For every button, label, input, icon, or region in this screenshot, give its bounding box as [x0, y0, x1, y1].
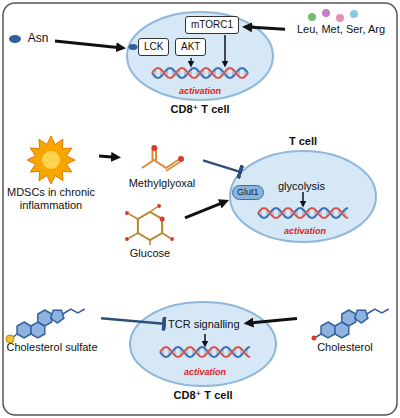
cell-membrane [230, 151, 376, 242]
mdsc-cell [27, 136, 75, 184]
node-text: Cholesterol [300, 341, 390, 354]
label-holder: glycolysis [278, 176, 325, 194]
cell-label: CD8⁺ T cell [125, 102, 275, 117]
outer-frame [3, 3, 397, 415]
label-holder: activation [184, 361, 226, 379]
asn-molecule [9, 35, 21, 43]
activation-arrow [55, 41, 120, 48]
activation-arrow [99, 156, 115, 157]
node-text: Cholesterol sulfate [6, 341, 98, 354]
dna-helix [160, 347, 250, 357]
label-holder: activation [179, 80, 221, 98]
activation-arrow [185, 202, 223, 217]
cholesterol-sulfate-molecule [6, 309, 85, 343]
cholesterol-molecule [312, 309, 389, 341]
asn-bound [129, 44, 138, 50]
metabolite-label: Methylglyoxal [124, 143, 200, 190]
inhibition-line [101, 318, 164, 323]
transporter-box: Glut1 [232, 185, 264, 200]
activation-label: activation [184, 367, 226, 377]
cell-membrane [127, 12, 273, 100]
node-text: mTORC1 [191, 19, 233, 31]
activation-arrow [250, 318, 297, 323]
node-text: LCK [144, 41, 163, 53]
node-text: MDSCs in chronic inflammation [6, 186, 96, 212]
activation-label: activation [284, 226, 326, 236]
pathway-label: TCR signalling [168, 318, 240, 331]
methylglyoxal-molecule [142, 145, 184, 171]
node-text: AKT [181, 41, 200, 53]
cell-body: TCR signallingCD8⁺ T cell [128, 300, 278, 403]
protein-box: mTORC1 [185, 16, 239, 34]
node-text: Methylglyoxal [124, 177, 200, 190]
dna-helix [258, 208, 348, 218]
process-label: glycolysis [278, 180, 325, 192]
node-text: Glucose [118, 247, 182, 260]
protein-box: LCK [138, 38, 169, 56]
node-text: Leu, Met, Ser, Arg [288, 23, 394, 36]
activation-label: activation [179, 86, 221, 96]
label-holder: activation [284, 220, 326, 238]
node-text: Glut1 [237, 187, 259, 198]
cell-label: T cell [228, 134, 378, 149]
node-text: TCR signalling [168, 318, 240, 331]
node-text: Asn [24, 31, 52, 45]
protein-box: AKT [175, 38, 206, 56]
amino-acid-dots [308, 9, 358, 22]
amino-acid-label: Leu, Met, Ser, Arg [288, 10, 394, 36]
inhibition-line [203, 160, 240, 171]
dna-helix [152, 68, 248, 78]
cell-membrane [130, 302, 276, 386]
activation-arrow [248, 27, 285, 29]
cell-label: CD8⁺ T cell [128, 388, 278, 403]
generated-figures [6, 68, 389, 357]
glucose-molecule [125, 204, 174, 245]
